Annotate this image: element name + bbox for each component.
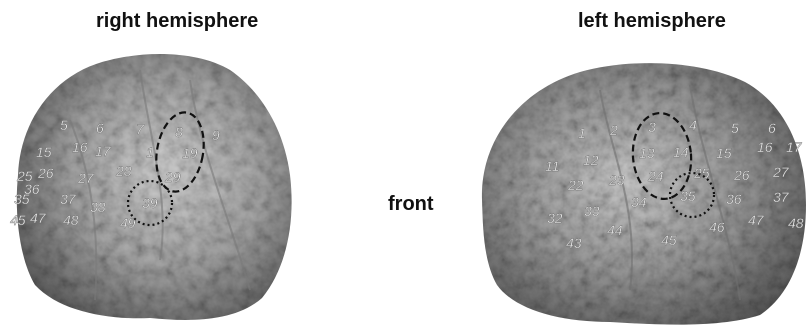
electrode-label: 7 bbox=[136, 121, 145, 137]
electrode-label: 28 bbox=[115, 163, 132, 179]
electrode-label: 5 bbox=[731, 120, 739, 136]
electrode-label: 4 bbox=[689, 117, 697, 133]
electrode-label: 47 bbox=[748, 212, 765, 228]
electrode-label: 48 bbox=[63, 212, 79, 228]
electrode-label: 8 bbox=[175, 124, 183, 140]
right-hemisphere-brain-image: 5 6 7 8 9 15 16 17 19 25 26 27 28 29 35 … bbox=[0, 0, 300, 327]
electrode-label: 29 bbox=[164, 169, 181, 185]
left-hemisphere-brain-image: 1 2 3 4 5 6 11 12 13 14 15 16 17 22 23 2… bbox=[470, 0, 809, 327]
electrode-label: 11 bbox=[545, 158, 560, 174]
electrode-label: 5 bbox=[60, 117, 68, 133]
electrode-label: 27 bbox=[772, 164, 790, 180]
electrode-label: 17 bbox=[95, 143, 112, 159]
electrode-label: 36 bbox=[24, 181, 40, 197]
electrode-label: 45 bbox=[661, 232, 677, 248]
electrode-label: 15 bbox=[36, 144, 52, 160]
electrode-label: 2 bbox=[609, 122, 618, 138]
electrode-label: 38 bbox=[90, 199, 106, 215]
electrode-label: 44 bbox=[607, 222, 623, 238]
electrode-label: 24 bbox=[647, 168, 664, 184]
electrode-label: 16 bbox=[72, 139, 88, 155]
electrode-label: 16 bbox=[757, 139, 773, 155]
electrode-label: 47 bbox=[30, 210, 47, 226]
front-label: front bbox=[388, 193, 434, 216]
electrode-label: 19 bbox=[182, 145, 198, 161]
right-brain-surface bbox=[17, 54, 292, 320]
electrode-label: 26 bbox=[37, 165, 54, 181]
electrode-label: 3 bbox=[648, 119, 656, 135]
electrode-label: 27 bbox=[77, 170, 95, 186]
electrode-label: 34 bbox=[631, 194, 647, 210]
electrode-label: 1 bbox=[146, 144, 154, 160]
electrode-label: 13 bbox=[639, 145, 655, 161]
electrode-label: 33 bbox=[584, 203, 600, 219]
electrode-label: 23 bbox=[608, 172, 625, 188]
electrode-label: 39 bbox=[142, 195, 158, 211]
electrode-label: 17 bbox=[786, 139, 803, 155]
electrode-label: 1 bbox=[578, 125, 586, 141]
electrode-label: 37 bbox=[773, 189, 790, 205]
electrode-label: 9 bbox=[212, 127, 220, 143]
electrode-label: 15 bbox=[716, 145, 732, 161]
electrode-label: 12 bbox=[583, 152, 599, 168]
electrode-label: 37 bbox=[60, 191, 77, 207]
electrode-label: 43 bbox=[566, 235, 582, 251]
electrode-label: 45 bbox=[10, 212, 26, 228]
electrode-label: 14 bbox=[673, 144, 689, 160]
electrode-label: 26 bbox=[733, 167, 750, 183]
electrode-label: 6 bbox=[768, 120, 776, 136]
electrode-label: 46 bbox=[709, 219, 725, 235]
electrode-label: 36 bbox=[726, 191, 742, 207]
electrode-label: 22 bbox=[567, 177, 584, 193]
electrode-label: 32 bbox=[547, 210, 563, 226]
electrode-label: 6 bbox=[96, 120, 104, 136]
electrode-label: 48 bbox=[788, 215, 804, 231]
electrode-label: 49 bbox=[120, 215, 136, 231]
